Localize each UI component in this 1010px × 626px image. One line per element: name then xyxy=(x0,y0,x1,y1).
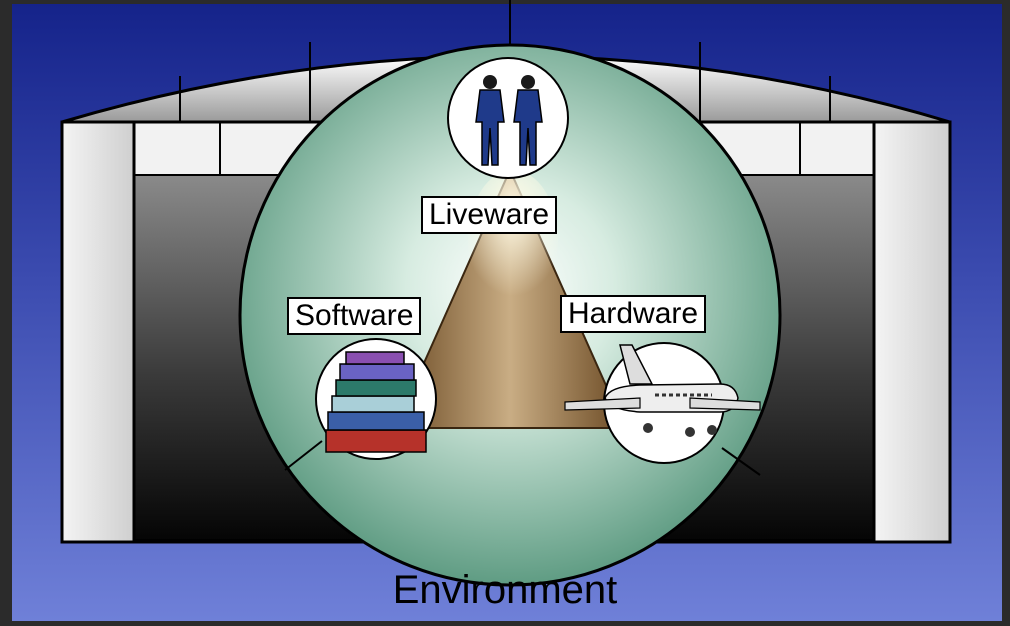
software-label: Software xyxy=(287,297,422,335)
airplane-icon xyxy=(564,342,761,464)
books-icon xyxy=(315,338,437,460)
people-icon xyxy=(447,57,569,179)
liveware-label: Liveware xyxy=(421,196,558,234)
environment-label: Environment xyxy=(392,568,618,612)
hardware-label: Hardware xyxy=(560,295,707,333)
